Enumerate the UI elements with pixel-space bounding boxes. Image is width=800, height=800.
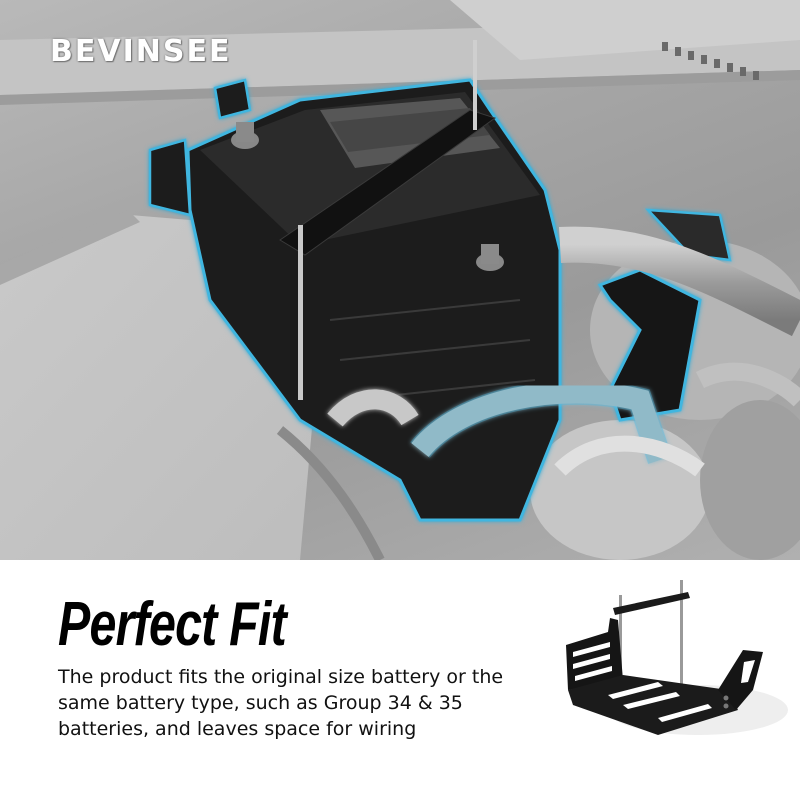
- description: The product fits the original size batte…: [58, 664, 558, 742]
- description-line: same battery type, such as Group 34 & 35: [58, 692, 463, 714]
- description-line: The product fits the original size batte…: [58, 666, 504, 688]
- brand-logo: BEVINSEE: [50, 34, 232, 69]
- headline: Perfect Fit: [58, 590, 287, 659]
- battery-tray-product-image: [566, 580, 788, 735]
- copy-panel: Perfect Fit The product fits the origina…: [0, 560, 800, 800]
- hero-photo: BEVINSEE: [0, 0, 800, 560]
- description-line: batteries, and leaves space for wiring: [58, 718, 417, 740]
- engine-bay-illustration: [0, 0, 800, 560]
